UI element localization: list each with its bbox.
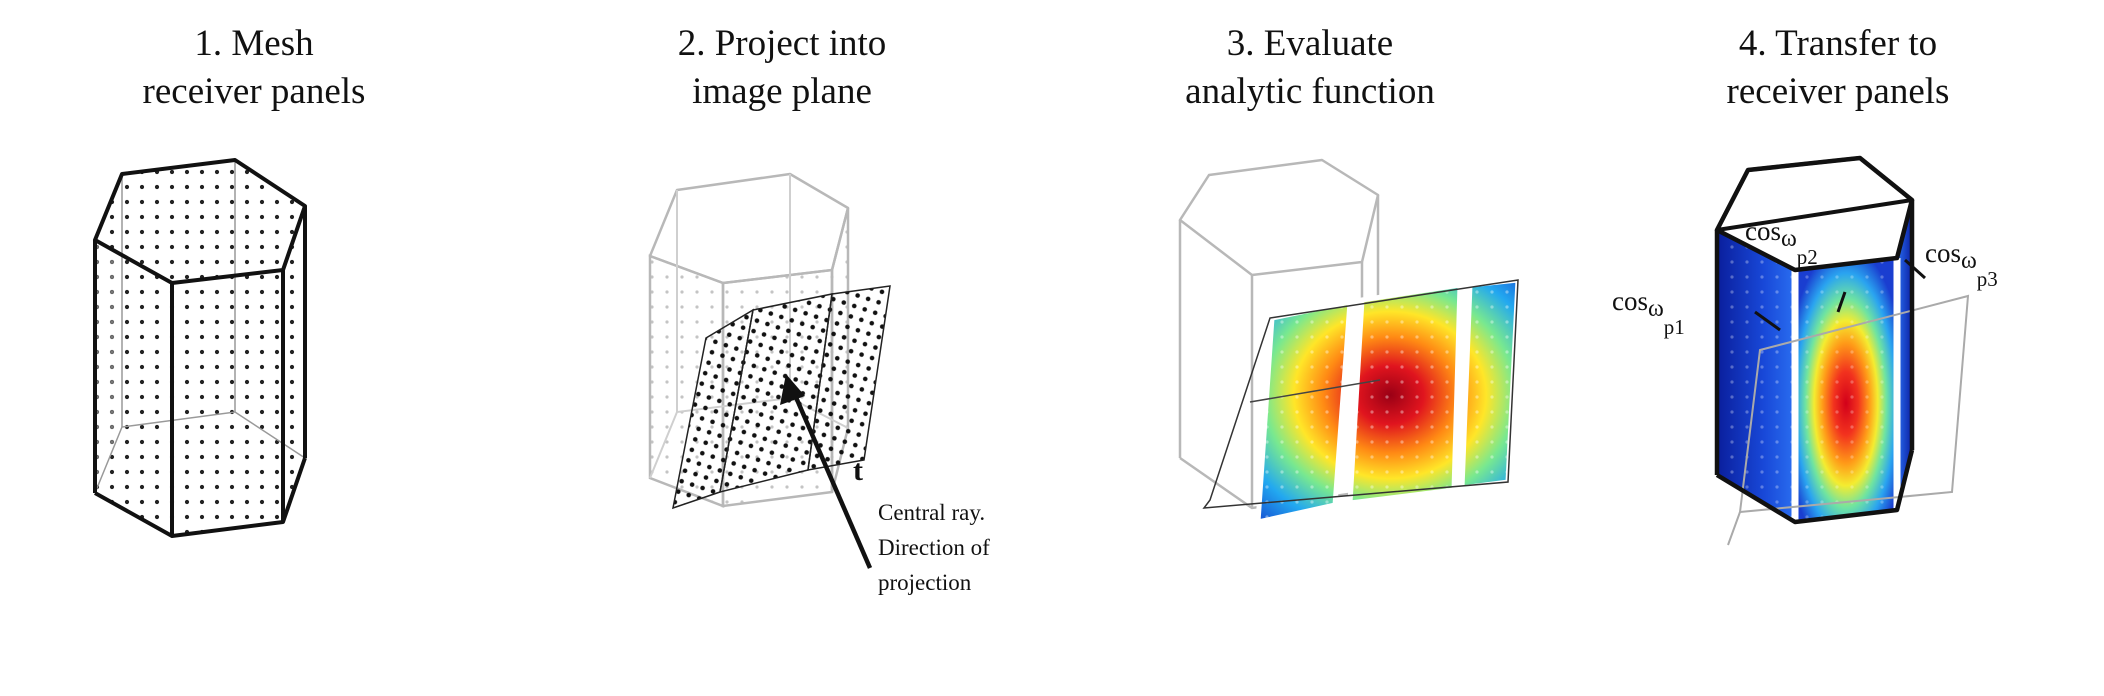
vector-t-label: t: [853, 454, 863, 487]
cos-omega-p2-label: cosωp2: [1745, 216, 1818, 269]
faint-prism-top: [1178, 158, 1380, 277]
heat-panel-center: [1347, 282, 1463, 506]
normal-p2: [1836, 291, 1847, 313]
step-2-title-line2: image plane: [692, 71, 872, 112]
step-3-title: 3. Evaluate analytic function: [1130, 20, 1490, 116]
step-1-title-line2: receiver panels: [142, 71, 366, 112]
step-2-projection: t Central ray. Direction of projection: [648, 172, 990, 595]
cos-omega-p3-label: cosωp3: [1925, 238, 1998, 291]
projected-panel-right: [807, 285, 891, 471]
heat-panel-left: [1255, 298, 1353, 526]
prism-face-front-right-mesh: [172, 270, 283, 536]
step-1-meshed-prism: [93, 158, 307, 538]
prism-face-right-mesh: [283, 206, 305, 522]
cos-omega-p1-label: cosωp1: [1612, 286, 1685, 339]
central-ray-trace: [1249, 379, 1381, 403]
central-ray-label-line2: Direction of: [878, 535, 990, 560]
prism-face-left-mesh: [95, 174, 122, 493]
step-1-title: 1. Mesh receiver panels: [74, 20, 434, 116]
step-1-title-line1: 1. Mesh: [194, 23, 314, 64]
prism-top-face-mesh: [95, 160, 305, 283]
step-3-title-line2: analytic function: [1185, 71, 1435, 112]
step-3-title-line1: 3. Evaluate: [1226, 23, 1394, 64]
prism-bottom-outline: [94, 457, 307, 538]
step-4-title: 4. Transfer to receiver panels: [1658, 20, 2018, 116]
step-4-title-line2: receiver panels: [1726, 71, 1950, 112]
step-3-evaluate: [1178, 158, 1521, 526]
faint-image-plane: [1738, 294, 1970, 514]
central-ray-label-line3: projection: [878, 570, 972, 595]
normal-p3: [1903, 258, 1927, 280]
step-2-title-line1: 2. Project into: [677, 23, 887, 64]
step-4-transfer: cosωp1 cosωp2 cosωp3: [1612, 155, 1998, 546]
central-ray-arrow: [792, 394, 873, 569]
central-ray-label-line1: Central ray.: [878, 500, 985, 525]
central-ray-arrowhead: [780, 374, 805, 405]
normal-p1: [1754, 310, 1781, 332]
step-4-title-line1: 4. Transfer to: [1738, 23, 1938, 64]
step-2-title: 2. Project into image plane: [602, 20, 962, 116]
receiver-panel-right-heat: [1897, 200, 1912, 510]
prism-hidden-edges: [94, 411, 306, 494]
